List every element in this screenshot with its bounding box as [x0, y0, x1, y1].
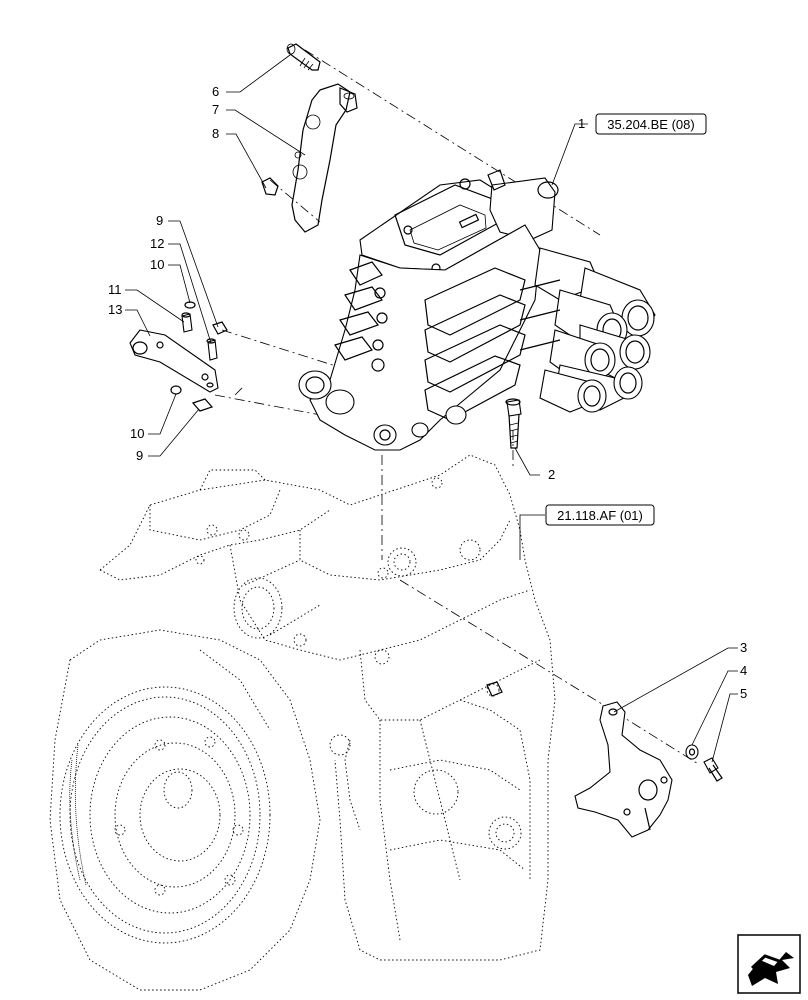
pin-12: [206, 338, 218, 361]
bracket-7: [291, 83, 358, 233]
callout-4: 4: [740, 663, 747, 678]
callout-6: 6: [212, 84, 219, 99]
callout-10-bottom: 10: [130, 426, 144, 441]
bracket-3: [574, 701, 673, 838]
washer-4: [685, 744, 699, 760]
housing-stud: [486, 681, 503, 697]
callout-2: 2: [548, 467, 555, 482]
clip-9a: [212, 321, 228, 335]
callout-3: 3: [740, 640, 747, 655]
transmission-housing: [49, 454, 556, 991]
control-valve-assembly: [298, 169, 656, 451]
callout-10-top: 10: [150, 257, 164, 272]
reference-label-valve: 35.204.BE (08): [607, 117, 694, 132]
leader-lines: [125, 54, 738, 763]
alignment-lines: [214, 49, 701, 766]
clip-9b: [191, 398, 214, 412]
lever-13: [129, 329, 219, 393]
bolt-2: [505, 398, 522, 449]
washer-10b: [170, 385, 182, 395]
flywheel: [59, 686, 271, 944]
callout-8: 8: [212, 126, 219, 141]
callout-11: 11: [108, 282, 122, 297]
bolt-8: [261, 177, 279, 196]
pin-11: [181, 312, 193, 333]
callout-9-bottom: 9: [136, 448, 143, 463]
reference-box-valve[interactable]: 35.204.BE (08): [595, 113, 707, 135]
reference-box-housing[interactable]: 21.118.AF (01): [545, 504, 655, 526]
callout-13: 13: [108, 302, 122, 317]
reference-label-housing: 21.118.AF (01): [557, 508, 643, 523]
callout-7: 7: [212, 102, 219, 117]
callout-12: 12: [150, 236, 164, 251]
quick-couplers: [519, 247, 656, 413]
callout-9-top: 9: [156, 213, 163, 228]
callout-5: 5: [740, 686, 747, 701]
callout-labels: 6 7 8 1 9 12 10 11 13 10 9 2 3 4 5: [108, 84, 747, 701]
callout-1: 1: [578, 116, 585, 131]
next-page-arrow-icon[interactable]: [737, 934, 801, 994]
bolt-6: [286, 43, 321, 71]
screw-5: [703, 757, 723, 782]
